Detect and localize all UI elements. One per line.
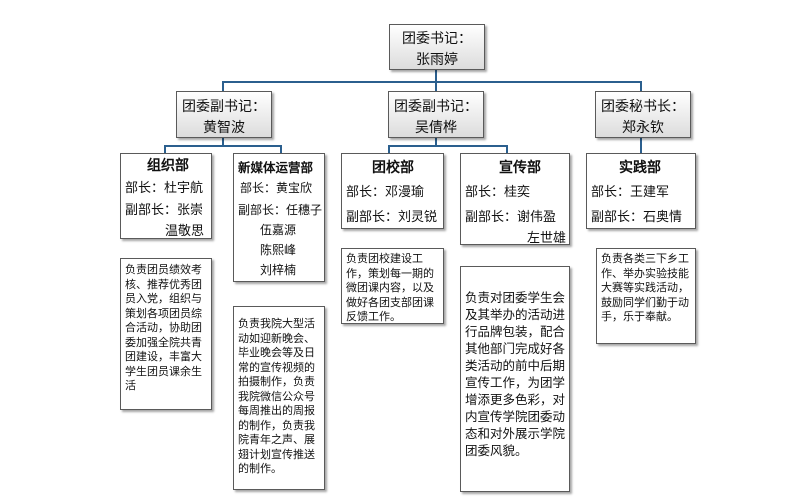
connector-left-drop: [222, 81, 224, 91]
connector-tuanxiao-drop: [388, 145, 390, 153]
dept-xuanchuan-name: 宣传部: [499, 160, 541, 176]
deputy-secretary-1-box: 团委副书记： 黄智波: [176, 91, 272, 138]
dept-xuanchuan-desc-box: 负责对团委学生会及其举办的活动进行品牌包装，配合其他部门完成好各类活动的前中后期…: [460, 266, 570, 492]
connector-mid-down: [435, 138, 437, 146]
dept-xuanchuan-deputy2: 左世雄: [527, 231, 567, 246]
dept-shijian-desc-box: 负责各类三下乡工作、举办实验技能大赛等实践活动，鼓励同学们勤于动手，乐于奉献。: [596, 248, 696, 344]
dept-shijian-box: 实践部 部长：王建军 副部长：石奥情: [586, 153, 696, 229]
dept-xuanchuan-desc: 负责对团委学生会及其举办的活动进行品牌包装，配合其他部门完成好各类活动的前中后期…: [465, 290, 566, 458]
secretary-general-box: 团委秘书长： 郑永钦: [595, 91, 691, 138]
deputy-2-title: 团委副书记：: [394, 99, 478, 115]
dept-tuanxiao-minister: 部长：邓漫瑜: [346, 185, 425, 200]
dept-xuanchuan-deputy: 副部长：谢伟盈: [465, 210, 557, 225]
connector-left-branch: [164, 145, 282, 147]
secretary-title: 团委书记：: [402, 31, 472, 47]
secretary-general-title: 团委秘书长：: [601, 99, 685, 115]
dept-tuanxiao-name: 团校部: [372, 160, 414, 176]
dept-zuzhi-desc: 负责团员绩效考核、推荐优秀团员入党，组织与策划各项团员综合活动，协助团委加强全院…: [125, 263, 202, 392]
dept-zuzhi-deputy: 副部长：张崇: [125, 203, 204, 218]
secretary-box: 团委书记： 张雨婷: [389, 24, 485, 70]
connector-right-drop: [640, 81, 642, 91]
deputy-2-name: 吴倩桦: [415, 120, 457, 136]
secretary-general-name: 郑永钦: [622, 120, 664, 136]
dept-xinmeiti-deputy3: 陈熙峰: [260, 243, 297, 257]
dept-zuzhi-deputy2: 温敬思: [165, 224, 205, 239]
connector-top-vertical: [435, 70, 437, 82]
dept-tuanxiao-desc: 负责团校建设工作，策划每一期的微团课内容，以及做好各团支部团课反馈工作。: [346, 252, 434, 323]
connector-left-down: [222, 138, 224, 146]
dept-xinmeiti-deputy: 副部长：任穗子: [238, 203, 323, 217]
dept-xinmeiti-desc: 负责我院大型活动如迎新晚会、毕业晚会等及日常的宣传视频的拍摄制作，负责我院微信公…: [238, 317, 315, 475]
deputy-1-title: 团委副书记：: [182, 99, 266, 115]
dept-tuanxiao-desc-box: 负责团校建设工作，策划每一期的微团课内容，以及做好各团支部团课反馈工作。: [341, 248, 444, 324]
connector-zuzhi-drop: [164, 145, 166, 153]
connector-xuanchuan-drop: [506, 145, 508, 153]
dept-shijian-desc: 负责各类三下乡工作、举办实验技能大赛等实践活动，鼓励同学们勤于动手，乐于奉献。: [601, 252, 689, 323]
connector-top-horizontal: [222, 81, 642, 83]
dept-xinmeiti-deputy2: 伍嘉源: [260, 223, 297, 237]
dept-shijian-name: 实践部: [619, 160, 661, 176]
dept-zuzhi-box: 组织部 部长：杜宇航 副部长：张崇 温敬思: [120, 153, 212, 239]
dept-xuanchuan-minister: 部长：桂奕: [465, 185, 531, 200]
deputy-1-name: 黄智波: [203, 120, 245, 136]
dept-xinmeiti-name: 新媒体运营部: [238, 160, 314, 175]
dept-tuanxiao-box: 团校部 部长：邓漫瑜 副部长：刘灵锐: [341, 153, 444, 229]
dept-xinmeiti-minister: 部长：黄宝欣: [240, 181, 313, 195]
dept-xinmeiti-deputy4: 刘梓楠: [260, 263, 297, 277]
dept-zuzhi-minister: 部长：杜宇航: [125, 181, 204, 196]
secretary-name: 张雨婷: [416, 52, 458, 68]
dept-zuzhi-desc-box: 负责团员绩效考核、推荐优秀团员入党，组织与策划各项团员综合活动，协助团委加强全院…: [120, 258, 212, 410]
connector-right-down: [640, 138, 642, 153]
dept-xuanchuan-box: 宣传部 部长：桂奕 副部长：谢伟盈 左世雄: [460, 153, 570, 246]
dept-zuzhi-name: 组织部: [147, 158, 189, 174]
dept-shijian-minister: 部长：王建军: [591, 185, 670, 200]
dept-xinmeiti-desc-box: 负责我院大型活动如迎新晚会、毕业晚会等及日常的宣传视频的拍摄制作，负责我院微信公…: [233, 306, 325, 490]
connector-xinmeiti-drop: [280, 145, 282, 153]
dept-tuanxiao-deputy: 副部长：刘灵锐: [346, 210, 438, 225]
dept-shijian-deputy: 副部长：石奥情: [591, 210, 683, 225]
dept-xinmeiti-box: 新媒体运营部 部长：黄宝欣 副部长：任穗子 伍嘉源 陈熙峰 刘梓楠: [233, 153, 325, 282]
connector-mid-drop: [435, 81, 437, 91]
connector-mid-branch: [388, 145, 508, 147]
deputy-secretary-2-box: 团委副书记： 吴倩桦: [388, 91, 484, 138]
